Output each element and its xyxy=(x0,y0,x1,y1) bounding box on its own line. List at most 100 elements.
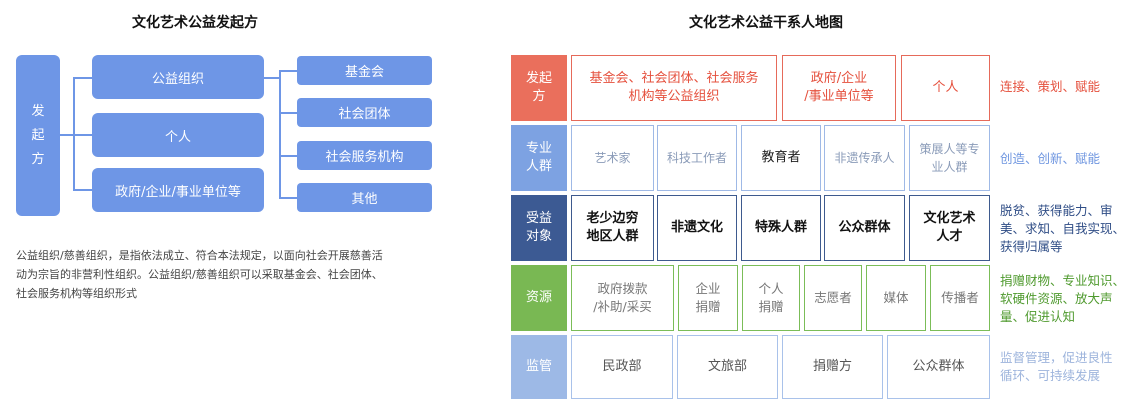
side-note-beneficiaries: 脱贫、获得能力、审 美、求知、自我实现、 获得归属等 xyxy=(1000,202,1125,256)
node-gov-enterprise: 政府/企业/事业单位等 xyxy=(92,168,264,212)
row-header-beneficiaries: 受益对象 xyxy=(511,195,567,261)
cell-line: 传播者 xyxy=(941,290,979,305)
header-line: 对象 xyxy=(525,229,552,244)
cell-special-groups: 特殊人群 xyxy=(741,195,821,261)
header-line: 方 xyxy=(532,89,546,104)
side-line: 软硬件资源、放大声 xyxy=(1000,291,1113,306)
cell-line: 策展人等专 xyxy=(919,142,980,156)
header-line: 专业 xyxy=(525,141,552,156)
cell-line: 志愿者 xyxy=(814,290,852,305)
row-header-professionals: 专业人群 xyxy=(511,125,567,191)
connector xyxy=(73,77,75,190)
cell-line: 非遗传承人 xyxy=(834,151,895,165)
cell-line: 文化艺术 xyxy=(923,211,976,226)
row-header-initiator: 发起方 xyxy=(511,55,567,121)
cell-line: 老少边穷 xyxy=(586,211,639,226)
cell-heritage-inheritor: 非遗传承人 xyxy=(824,125,905,191)
row-header-supervision: 监管 xyxy=(511,335,567,399)
cell-culture-tourism: 文旅部 xyxy=(677,335,778,399)
cell-line: /补助/采买 xyxy=(593,299,652,314)
cell-line: 人才 xyxy=(936,229,963,244)
side-line: 美、求知、自我实现、 xyxy=(1000,221,1126,236)
side-note-professionals: 创造、创新、赋能 xyxy=(1000,150,1100,168)
connector xyxy=(279,112,297,114)
cell-line: 个人 xyxy=(758,281,784,296)
cell-civil-affairs: 民政部 xyxy=(571,335,673,399)
node-public-org: 公益组织 xyxy=(92,55,264,99)
side-note-initiator: 连接、策划、赋能 xyxy=(1000,78,1100,96)
cell-line: 企业 xyxy=(695,281,721,296)
cell-media: 媒体 xyxy=(866,265,926,331)
cell-remote-areas: 老少边穷地区人群 xyxy=(571,195,654,261)
side-line: 脱贫、获得能力、审 xyxy=(1000,203,1113,218)
header-line: 受益 xyxy=(525,211,552,226)
root-node-initiator: 发 起 方 xyxy=(16,55,60,216)
connector xyxy=(279,155,297,157)
cell-personal-donation: 个人捐赠 xyxy=(742,265,800,331)
cell-tech-worker: 科技工作者 xyxy=(657,125,737,191)
side-note-supervision: 监督管理，促进良性 循环、可持续发展 xyxy=(1000,349,1113,385)
cell-line: /事业单位等 xyxy=(804,89,874,104)
note-line: 社会服务机构等组织形式 xyxy=(16,287,137,300)
cell-line: 媒体 xyxy=(883,290,909,305)
side-line: 获得归属等 xyxy=(1000,239,1063,254)
side-line: 创造、创新、赋能 xyxy=(1000,151,1101,166)
cell-line: 艺术家 xyxy=(594,151,631,165)
cell-line: 民政部 xyxy=(602,359,642,374)
node-social-group: 社会团体 xyxy=(297,98,432,127)
note-line: 公益组织/慈善组织，是指依法成立、符合本法规定，以面向社会开展慈善活 xyxy=(16,249,383,262)
node-foundation: 基金会 xyxy=(297,56,432,85)
connector xyxy=(60,134,74,136)
side-line: 捐赠财物、专业知识、 xyxy=(1000,273,1126,288)
cell-line: 教育者 xyxy=(761,150,801,165)
cell-line: 非遗文化 xyxy=(670,220,723,235)
side-line: 连接、策划、赋能 xyxy=(1000,79,1101,94)
cell-art-talent: 文化艺术人才 xyxy=(909,195,990,261)
header-line: 发起 xyxy=(525,71,552,86)
cell-individual: 个人 xyxy=(901,55,990,121)
side-line: 监督管理，促进良性 xyxy=(1000,350,1113,365)
cell-line: 公众群体 xyxy=(838,220,891,235)
cell-line: 特殊人群 xyxy=(754,220,807,235)
node-other: 其他 xyxy=(297,183,432,212)
cell-line: 捐赠 xyxy=(758,299,784,314)
side-line: 量、促进认知 xyxy=(1000,309,1076,324)
connector xyxy=(73,77,92,79)
cell-line: 文旅部 xyxy=(707,359,747,374)
cell-public-orgs: 基金会、社会团体、社会服务机构等公益组织 xyxy=(571,55,777,121)
cell-public: 公众群体 xyxy=(824,195,905,261)
root-char: 起 xyxy=(31,127,45,143)
cell-line: 基金会、社会团体、社会服务 xyxy=(589,71,759,86)
cell-line: 科技工作者 xyxy=(666,151,727,165)
side-note-resources: 捐赠财物、专业知识、 软硬件资源、放大声 量、促进认知 xyxy=(1000,272,1125,326)
cell-line: 政府拨款 xyxy=(597,281,648,296)
connector xyxy=(279,70,281,198)
cell-line: 政府/企业 xyxy=(810,71,868,86)
cell-donors: 捐赠方 xyxy=(782,335,883,399)
row-header-resources: 资源 xyxy=(511,265,567,331)
cell-public-supervision: 公众群体 xyxy=(887,335,990,399)
left-title: 文化艺术公益发起方 xyxy=(132,15,258,31)
right-title: 文化艺术公益干系人地图 xyxy=(689,15,843,31)
root-char: 发 xyxy=(31,103,45,119)
node-individual: 个人 xyxy=(92,113,264,157)
cell-line: 公众群体 xyxy=(912,359,965,374)
cell-line: 捐赠方 xyxy=(812,359,852,374)
header-line: 人群 xyxy=(525,159,552,174)
note-line: 动为宗旨的非营利性组织。公益组织/慈善组织可以采取基金会、社会团体、 xyxy=(16,268,383,281)
connector xyxy=(73,134,92,136)
definition-note: 公益组织/慈善组织，是指依法成立、符合本法规定，以面向社会开展慈善活 动为宗旨的… xyxy=(16,246,456,303)
cell-line: 机构等公益组织 xyxy=(628,89,720,104)
cell-line: 业人群 xyxy=(931,160,968,174)
root-char: 方 xyxy=(31,151,45,167)
cell-communicators: 传播者 xyxy=(930,265,990,331)
cell-curators: 策展人等专业人群 xyxy=(909,125,990,191)
cell-heritage-culture: 非遗文化 xyxy=(657,195,737,261)
cell-volunteers: 志愿者 xyxy=(804,265,862,331)
node-social-service: 社会服务机构 xyxy=(297,141,432,170)
cell-line: 捐赠 xyxy=(695,299,721,314)
cell-corporate-donation: 企业捐赠 xyxy=(678,265,738,331)
connector xyxy=(279,197,297,199)
cell-line: 地区人群 xyxy=(586,229,639,244)
connector xyxy=(264,77,280,79)
